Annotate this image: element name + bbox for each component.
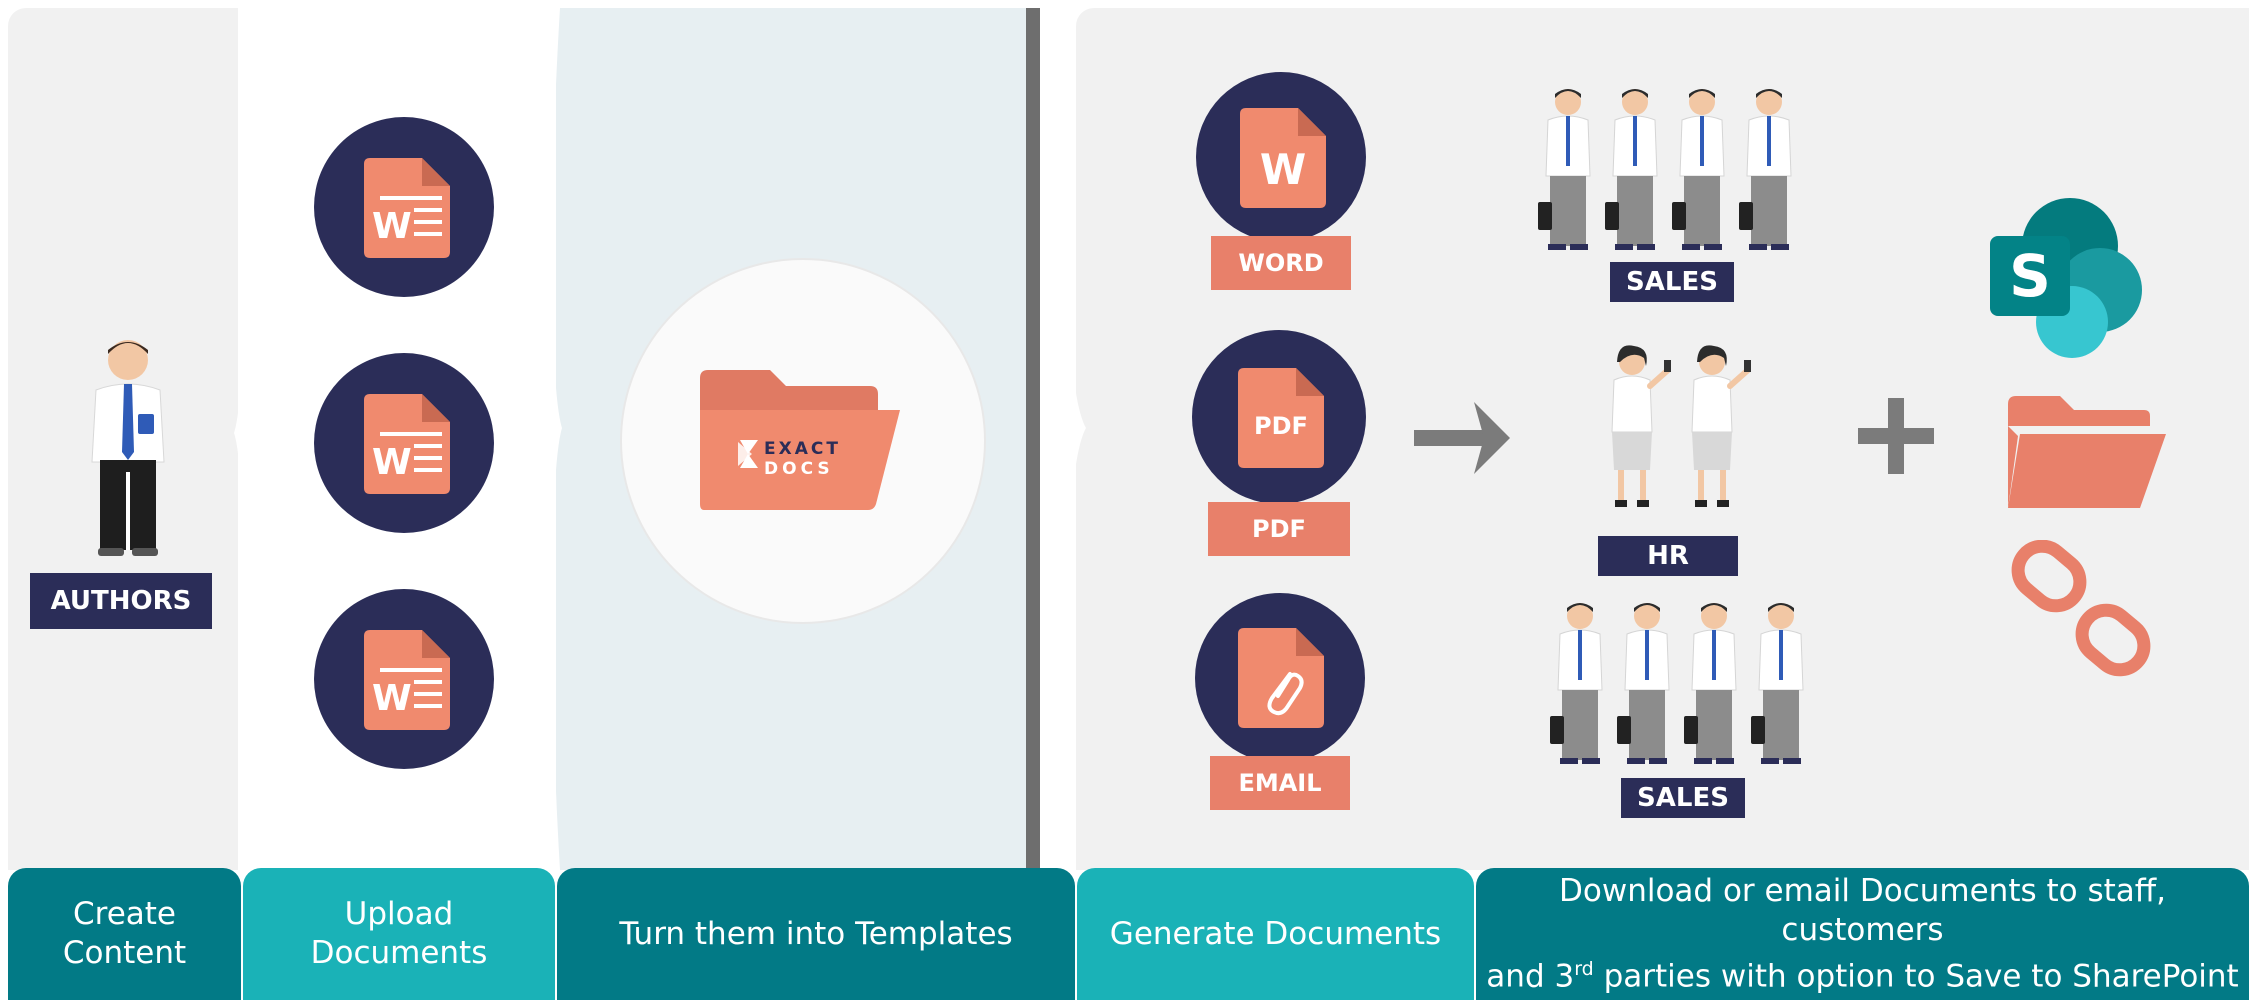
step-download-or-email: Download or email Documents to staff, cu… — [1476, 868, 2249, 1000]
email-attachment-icon — [1238, 628, 1324, 728]
step-line: Generate Documents — [1109, 915, 1442, 952]
folder-icon — [2008, 396, 2166, 508]
step-turn-into-templates: Turn them into Templates — [557, 868, 1075, 1000]
arrow-right-icon — [1414, 402, 1510, 474]
word-document-icon: W — [364, 158, 450, 258]
email-label: EMAIL — [1210, 756, 1350, 810]
step-line: and 3rd parties with option to Save to S… — [1486, 957, 2239, 995]
step-line: Documents — [310, 935, 488, 971]
sales-team-icon — [1538, 88, 1792, 251]
step-line: Turn them into Templates — [619, 915, 1013, 952]
word-document-icon: W — [364, 630, 450, 730]
step-generate-documents: Generate Documents — [1077, 868, 1474, 1000]
hr-label: HR — [1598, 536, 1738, 576]
exact-docs-folder-icon: EXACT DOCS — [700, 370, 900, 510]
svg-text:W: W — [372, 206, 412, 247]
pdf-glyph: PDF — [1254, 412, 1308, 440]
sales-team-icon — [1549, 602, 1804, 765]
word-document-icon: W — [364, 394, 450, 494]
author-person-icon — [78, 332, 178, 562]
hr-team-icon — [1611, 342, 1760, 512]
sharepoint-letter: S — [2009, 242, 2051, 310]
section-divider — [1026, 8, 1040, 870]
step-line: Download or email Documents to staff, cu… — [1559, 872, 2166, 948]
generate-column-brace — [1040, 8, 1106, 870]
brand-line-1: EXACT — [764, 439, 841, 459]
plus-icon — [1858, 398, 1934, 474]
step-line: Create — [72, 896, 176, 932]
word-glyph: W — [1260, 145, 1306, 194]
sales-label: SALES — [1610, 262, 1734, 302]
step-line: Upload — [344, 896, 454, 932]
word-format-icon: W — [1240, 108, 1326, 208]
link-icon — [2011, 540, 2151, 677]
svg-text:W: W — [372, 678, 412, 719]
svg-text:W: W — [372, 442, 412, 483]
authors-label: AUTHORS — [30, 573, 212, 629]
word-label: WORD — [1211, 236, 1351, 290]
sharepoint-icon: S — [1990, 198, 2142, 358]
sales-label: SALES — [1621, 778, 1745, 818]
pdf-format-icon: PDF — [1238, 368, 1324, 468]
pdf-label: PDF — [1208, 502, 1350, 556]
step-line: Content — [62, 935, 187, 971]
brand-line-2: DOCS — [764, 459, 834, 479]
